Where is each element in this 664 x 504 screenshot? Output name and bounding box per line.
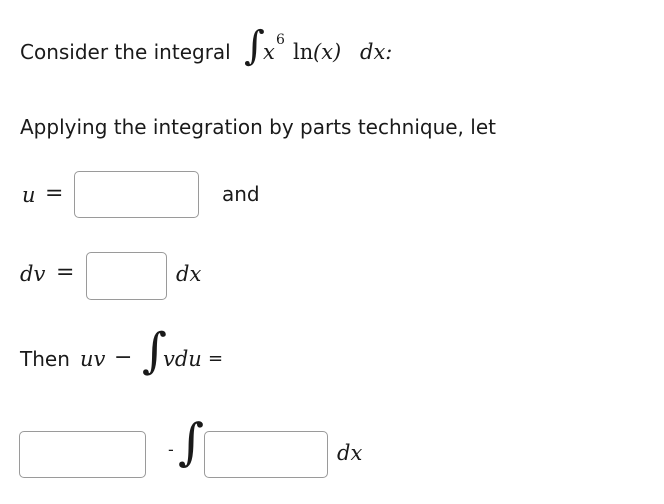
integrand-input[interactable] xyxy=(204,431,328,478)
dv-label: dv xyxy=(20,262,46,286)
uv-term: uv xyxy=(80,347,106,371)
vdu-term: vdu xyxy=(163,347,202,371)
dv-equals: = xyxy=(56,260,75,285)
answer-integral-sign: ∫ xyxy=(178,413,205,471)
then-text: Then xyxy=(20,347,70,371)
answer-minus: - xyxy=(168,440,174,459)
answer-differential: dx xyxy=(337,441,363,465)
dv-differential: dx xyxy=(176,262,202,286)
integrand-log: ln xyxy=(293,40,314,64)
intro-text: Consider the integral xyxy=(20,40,231,64)
integrand-exponent: 6 xyxy=(276,32,285,48)
u-equals: = xyxy=(45,181,64,206)
integrand-arg: (x) xyxy=(313,40,342,64)
instruction-text: Applying the integration by parts techni… xyxy=(20,115,496,139)
u-label: u xyxy=(22,183,36,207)
u-input[interactable] xyxy=(74,171,199,218)
then-minus: − xyxy=(114,345,133,370)
and-text: and xyxy=(222,182,260,206)
integrand-differential: dx: xyxy=(360,40,393,64)
integrand-base: x xyxy=(263,40,275,64)
integral-sign: ∫ xyxy=(244,23,265,69)
dv-input[interactable] xyxy=(86,252,167,300)
then-equals: = xyxy=(208,348,224,369)
then-integral-sign: ∫ xyxy=(142,323,168,379)
first-term-input[interactable] xyxy=(19,431,146,478)
